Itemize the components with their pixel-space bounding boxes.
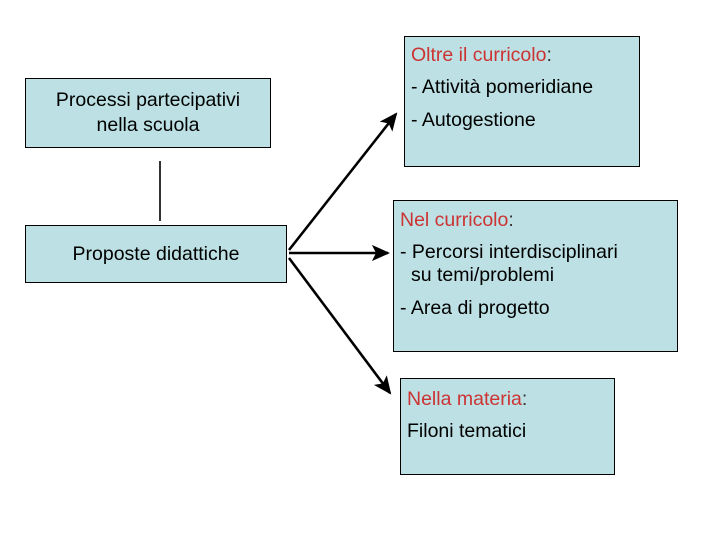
node-processi-partecipativi[interactable]: Processi partecipativi nella scuola bbox=[25, 78, 271, 148]
node-proposte-didattiche[interactable]: Proposte didattiche bbox=[25, 225, 287, 283]
node-oltre-item-2: - Autogestione bbox=[411, 109, 536, 131]
node-oltre-item-1: - Attività pomeridiane bbox=[411, 76, 594, 98]
node-oltre-il-curricolo[interactable]: Oltre il curricolo: - Attività pomeridia… bbox=[404, 36, 640, 167]
node-proposte-label: Proposte didattiche bbox=[72, 243, 240, 265]
node-nel-heading-text: Nel curricolo bbox=[400, 209, 509, 231]
node-nella-materia[interactable]: Nella materia: Filoni tematici bbox=[400, 378, 615, 475]
node-nella-heading-text: Nella materia bbox=[407, 388, 522, 410]
node-nel-item-2: - Area di progetto bbox=[400, 297, 550, 319]
node-nel-item-1-line2: su temi/problemi bbox=[411, 264, 555, 286]
node-nella-heading-colon: : bbox=[521, 388, 528, 410]
node-oltre-heading-colon: : bbox=[546, 44, 552, 66]
arrow-proposte-to-nella bbox=[287, 257, 392, 395]
node-nel-heading: Nel curricolo: bbox=[400, 209, 677, 231]
node-processi-line2: nella scuola bbox=[96, 114, 200, 136]
node-nella-item-1: Filoni tematici bbox=[407, 420, 527, 442]
node-nella-heading: Nella materia: bbox=[407, 388, 614, 410]
node-nel-heading-colon: : bbox=[508, 209, 514, 231]
arrow-proposte-to-oltre bbox=[287, 112, 398, 251]
node-nel-item-1-line1: - Percorsi interdisciplinari bbox=[400, 241, 618, 263]
node-processi-text: Processi partecipativi nella scuola bbox=[56, 88, 240, 138]
node-nel-item-1: - Percorsi interdisciplinari su temi/pro… bbox=[400, 241, 677, 287]
node-processi-line1: Processi partecipativi bbox=[55, 89, 241, 111]
node-nel-curricolo[interactable]: Nel curricolo: - Percorsi interdisciplin… bbox=[393, 200, 678, 352]
node-oltre-heading: Oltre il curricolo: bbox=[411, 44, 639, 66]
node-oltre-heading-text: Oltre il curricolo bbox=[411, 44, 547, 66]
